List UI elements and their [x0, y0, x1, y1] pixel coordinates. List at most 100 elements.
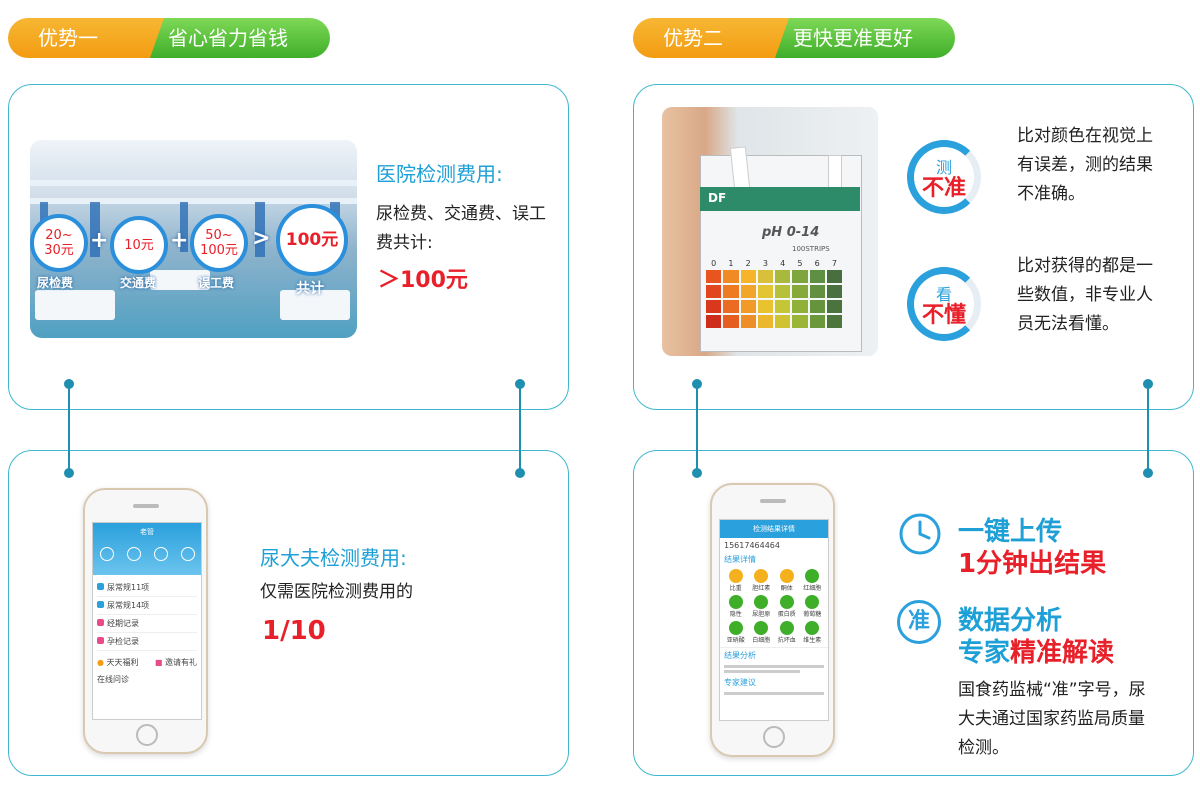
coin-label: 误工费	[198, 276, 235, 290]
result-item[interactable]: 比重	[724, 569, 748, 592]
ph-color-swatch	[775, 285, 791, 298]
accurate-icon: 准	[897, 600, 941, 644]
menu-item[interactable]: 孕检记录	[97, 633, 197, 651]
result-item[interactable]: 白细胞	[750, 621, 774, 644]
phone-app-title: 老管	[140, 528, 154, 536]
section-label: 在线问诊	[97, 675, 129, 684]
tab-badge: 优势一	[8, 18, 168, 58]
ph-scale-label: 6	[814, 259, 820, 268]
ph-color-swatch	[740, 300, 756, 313]
ph-color-swatch	[740, 315, 756, 328]
result-item[interactable]: 抗坏血	[775, 621, 799, 644]
result-item[interactable]: 隐性	[724, 595, 748, 618]
strip-label: pH 0-14	[762, 225, 820, 240]
ph-color-swatch	[706, 285, 722, 298]
tab-title: 更快更准更好	[775, 18, 955, 58]
clock-icon	[899, 513, 941, 555]
promo-item[interactable]: ● 天天福利	[97, 658, 139, 667]
connector-line	[519, 388, 521, 472]
ph-color-swatch	[740, 270, 756, 283]
result-grid: 比重胆红素酮体红细胞隐性尿胆原蛋白质葡萄糖亚硝酸白细胞抗坏血维生素	[720, 566, 828, 647]
promo-item[interactable]: ■ 邀请有礼	[154, 658, 197, 667]
ph-color-swatch	[757, 300, 773, 313]
result-item[interactable]: 尿胆原	[750, 595, 774, 618]
connector-line	[68, 388, 70, 472]
result-item[interactable]: 葡萄糖	[801, 595, 825, 618]
advice-title: 专家建议	[724, 678, 756, 687]
ph-color-swatch	[792, 270, 808, 283]
hospital-cost-heading: 医院检测费用:	[376, 162, 503, 186]
tab-title: 省心省力省钱	[150, 18, 330, 58]
phone-screen: 老管 尿常规11项 尿常规14项 经期记录 孕检记录 ● 天天福利 ■ 邀请有礼…	[92, 522, 202, 720]
ph-color-swatch	[775, 270, 791, 283]
ph-scale-label: 0	[711, 259, 717, 268]
ph-color-swatch	[723, 315, 739, 328]
ph-color-swatch	[775, 300, 791, 313]
ph-color-swatch	[792, 315, 808, 328]
menu-item[interactable]: 经期记录	[97, 615, 197, 633]
ph-color-swatch	[809, 300, 825, 313]
ph-color-swatch	[740, 285, 756, 298]
test-strip-photo: DF pH 0-14 100STRIPS 0 1 2 3 4 5 6 7	[662, 107, 878, 356]
coin-lost-work-fee: 50~ 100元	[190, 214, 248, 272]
ph-scale-label: 3	[762, 259, 768, 268]
app-phone-home: 老管 尿常规11项 尿常规14项 经期记录 孕检记录 ● 天天福利 ■ 邀请有礼…	[83, 488, 208, 754]
result-item[interactable]: 维生素	[801, 621, 825, 644]
feature-data-analysis: 数据分析	[958, 606, 1063, 636]
ph-scale-label: 7	[831, 259, 837, 268]
phone-number: 15617464464	[724, 541, 780, 550]
connector-line	[696, 388, 698, 472]
result-item[interactable]: 亚硝酸	[724, 621, 748, 644]
ph-color-swatch	[757, 270, 773, 283]
connector-dot	[515, 468, 525, 478]
ph-color-swatch	[706, 315, 722, 328]
ph-scale-label: 1	[728, 259, 734, 268]
ph-color-swatch	[706, 300, 722, 313]
home-button	[763, 726, 785, 748]
menu-item[interactable]: 尿常规14项	[97, 597, 197, 615]
ph-scale-label: 5	[797, 259, 803, 268]
ph-scale-label: 4	[780, 259, 786, 268]
result-item[interactable]: 蛋白质	[775, 595, 799, 618]
connector-line	[1147, 388, 1149, 472]
connector-dot	[64, 468, 74, 478]
feature-one-minute-result: 1分钟出结果	[958, 549, 1107, 579]
ph-color-swatch	[723, 285, 739, 298]
phone-screen: 检测结果详情 15617464464 结果详情 比重胆红素酮体红细胞隐性尿胆原蛋…	[719, 519, 829, 721]
ph-color-swatch	[809, 270, 825, 283]
inaccurate-text: 比对颜色在视觉上有误差，测的结果不准确。	[1017, 126, 1153, 204]
ph-color-swatch	[723, 300, 739, 313]
plus-sign: +	[90, 228, 109, 253]
feature-expert-reading: 专家精准解读	[958, 638, 1115, 668]
ph-color-swatch	[757, 285, 773, 298]
connector-dot	[64, 379, 74, 389]
menu-item[interactable]: 尿常规11项	[97, 579, 197, 597]
connector-dot	[692, 379, 702, 389]
ph-color-swatch	[809, 315, 825, 328]
ph-color-swatch	[826, 285, 842, 298]
coin-label: 尿检费	[37, 276, 74, 290]
ph-color-swatch	[826, 270, 842, 283]
not-understand-icon: 看 不懂	[907, 267, 981, 341]
strip-brand-logo: DF	[708, 191, 727, 205]
strip-count: 100STRIPS	[792, 245, 830, 253]
result-item[interactable]: 酮体	[775, 569, 799, 592]
tab-badge: 优势二	[633, 18, 793, 58]
result-title: 检测结果详情	[720, 520, 828, 538]
ph-scale-label: 2	[745, 259, 751, 268]
ph-color-swatch	[723, 270, 739, 283]
hospital-cost-price: ＞100元	[378, 268, 468, 293]
coin-label: 共计	[296, 281, 324, 297]
certification-text: 国食药监械“准”字号，尿大夫通过国家药监局质量检测。	[958, 680, 1146, 758]
connector-dot	[1143, 379, 1153, 389]
ph-color-swatch	[792, 300, 808, 313]
section-title: 结果详情	[724, 555, 756, 564]
result-item[interactable]: 胆红素	[750, 569, 774, 592]
plus-sign: +	[170, 228, 189, 253]
result-item[interactable]: 红细胞	[801, 569, 825, 592]
coin-transport-fee: 10元	[110, 216, 168, 274]
feature-one-click-upload: 一键上传	[958, 517, 1063, 547]
app-cost-body: 仅需医院检测费用的	[260, 582, 413, 602]
ph-color-swatch	[809, 285, 825, 298]
tab-advantage-two: 优势二 更快更准更好	[633, 18, 955, 58]
